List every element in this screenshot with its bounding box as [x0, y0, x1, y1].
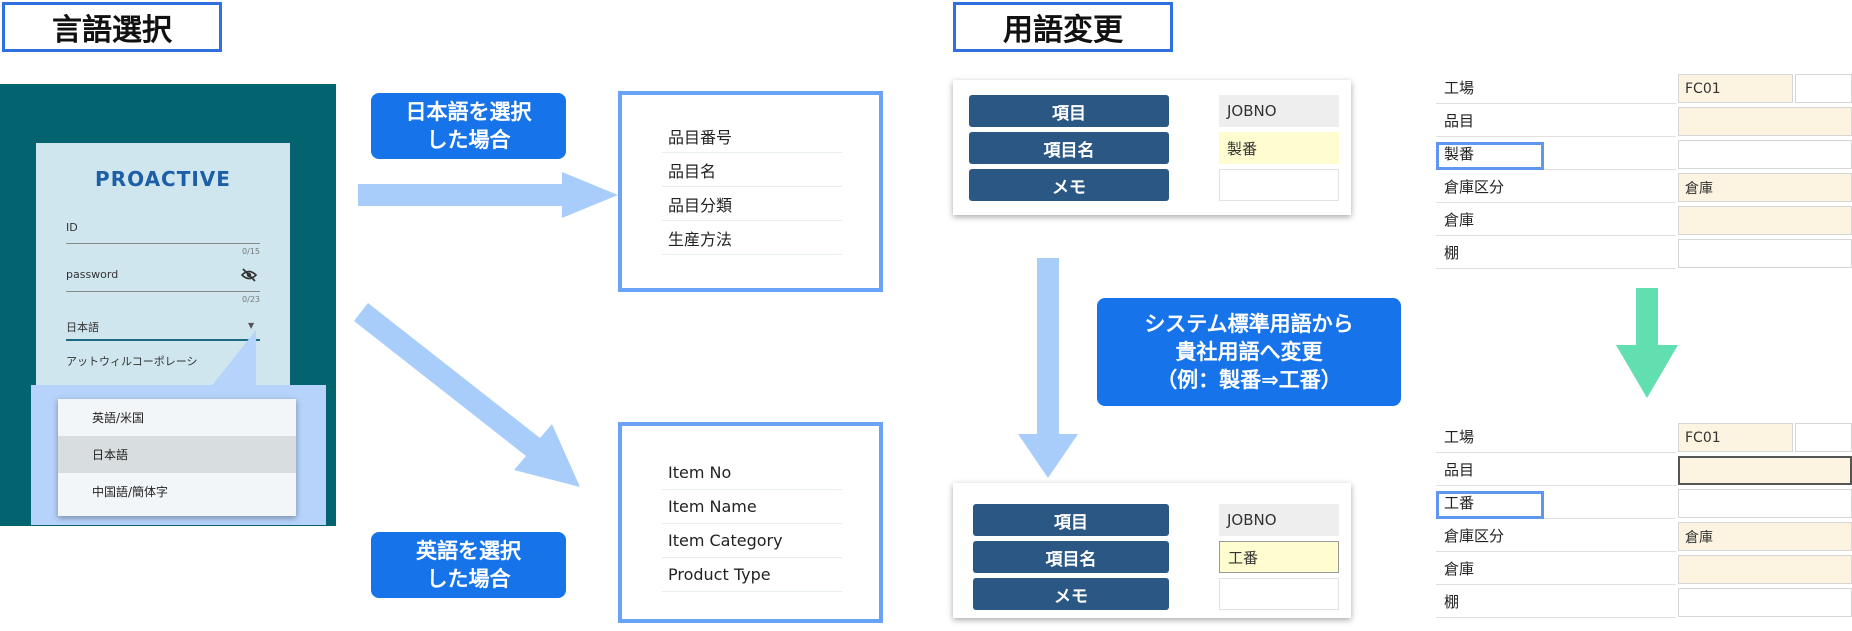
- grid-field-extra[interactable]: [1795, 423, 1852, 452]
- form-row-value: JOBNO: [1219, 504, 1339, 536]
- form-row-value[interactable]: 工番: [1219, 541, 1339, 573]
- form-row-label: 項目名: [969, 132, 1169, 164]
- grid-field[interactable]: [1678, 555, 1852, 584]
- result-box-english: Item No Item Name Item Category Product …: [618, 422, 883, 623]
- list-item: 品目番号: [662, 119, 842, 153]
- grid-field[interactable]: [1678, 206, 1852, 235]
- arrow-right-icon: [358, 172, 618, 218]
- id-label: ID: [66, 221, 78, 234]
- callout-english: 英語を選択 した場合: [371, 532, 566, 598]
- section-title-language-select: 言語選択: [2, 2, 222, 52]
- result-box-japanese: 品目番号 品目名 品目分類 生産方法: [618, 91, 883, 292]
- language-dropdown: 英語/米国 日本語 中国語/簡体字: [58, 399, 296, 516]
- grid-label: 棚: [1436, 237, 1676, 269]
- password-input[interactable]: [66, 291, 260, 292]
- list-item: Item No: [662, 456, 842, 490]
- id-counter: 0/15: [242, 247, 260, 256]
- arrow-down-icon: [1018, 258, 1078, 478]
- list-item: 生産方法: [662, 221, 842, 255]
- grid-label: 倉庫区分: [1436, 171, 1676, 203]
- arrow-diagonal-icon: [354, 303, 580, 487]
- id-input[interactable]: [66, 243, 260, 244]
- dropdown-option-japanese[interactable]: 日本語: [58, 436, 296, 473]
- highlight-box: [1436, 142, 1544, 170]
- form-after: 項目 JOBNO 項目名 工番 メモ: [953, 483, 1351, 618]
- japanese-field-list: 品目番号 品目名 品目分類 生産方法: [662, 119, 842, 255]
- company-select-value[interactable]: アットウィルコーポレーシ: [66, 355, 198, 368]
- grid-label: 工場: [1436, 72, 1676, 104]
- highlight-box: [1436, 491, 1544, 519]
- pointer-arrow-icon: [210, 330, 256, 388]
- grid-field[interactable]: 倉庫: [1678, 522, 1852, 551]
- callout-term-change: システム標準用語から 貴社用語へ変更 （例：製番⇒工番）: [1097, 298, 1401, 406]
- callout-japanese: 日本語を選択 した場合: [371, 93, 566, 159]
- dropdown-option-english[interactable]: 英語/米国: [92, 411, 145, 425]
- chevron-down-icon[interactable]: ▼: [248, 321, 255, 330]
- grid-label: 棚: [1436, 586, 1676, 618]
- grid-label: 品目: [1436, 105, 1676, 137]
- form-row-label: 項目: [973, 504, 1169, 536]
- form-row-value[interactable]: [1219, 169, 1339, 201]
- form-row-value[interactable]: 製番: [1219, 132, 1339, 164]
- grid-label: 倉庫区分: [1436, 520, 1676, 552]
- arrow-down-green-icon: [1616, 288, 1678, 398]
- list-item: 品目分類: [662, 187, 842, 221]
- grid-field-focused[interactable]: [1678, 456, 1852, 485]
- grid-label: 倉庫: [1436, 204, 1676, 236]
- grid-label-highlighted: 工番: [1436, 487, 1676, 519]
- grid-field[interactable]: 倉庫: [1678, 173, 1852, 202]
- language-select-underline: [66, 339, 260, 341]
- grid-field[interactable]: [1678, 588, 1852, 617]
- form-row-label: 項目名: [973, 541, 1169, 573]
- form-row-label: 項目: [969, 95, 1169, 127]
- form-row-value: JOBNO: [1219, 95, 1339, 127]
- grid-field-extra[interactable]: [1795, 74, 1852, 103]
- grid-label: 倉庫: [1436, 553, 1676, 585]
- grid-field[interactable]: [1678, 140, 1852, 169]
- grid-label: 工場: [1436, 421, 1676, 453]
- form-row-value[interactable]: [1219, 578, 1339, 610]
- password-label: password: [66, 268, 119, 281]
- password-counter: 0/23: [242, 295, 260, 304]
- language-select-value[interactable]: 日本語: [66, 321, 99, 334]
- dropdown-option-chinese[interactable]: 中国語/簡体字: [92, 485, 169, 499]
- grid-after: 工場 FC01 品目 工番 倉庫区分 倉庫 倉庫 棚: [1436, 421, 1852, 619]
- grid-before: 工場 FC01 品目 製番 倉庫区分 倉庫 倉庫 棚: [1436, 72, 1852, 270]
- form-before: 項目 JOBNO 項目名 製番 メモ: [953, 80, 1351, 215]
- section-title-term-change: 用語変更: [953, 2, 1173, 52]
- form-row-label: メモ: [973, 578, 1169, 610]
- list-item: Item Name: [662, 490, 842, 524]
- list-item: Product Type: [662, 558, 842, 592]
- grid-field[interactable]: [1678, 239, 1852, 268]
- grid-label: 品目: [1436, 454, 1676, 486]
- grid-field[interactable]: [1678, 107, 1852, 136]
- english-field-list: Item No Item Name Item Category Product …: [662, 456, 842, 592]
- list-item: 品目名: [662, 153, 842, 187]
- brand-logo: PROACTIVE: [95, 167, 231, 191]
- visibility-off-icon[interactable]: [240, 267, 258, 282]
- grid-field[interactable]: [1678, 489, 1852, 518]
- grid-field[interactable]: FC01: [1678, 423, 1793, 452]
- list-item: Item Category: [662, 524, 842, 558]
- form-row-label: メモ: [969, 169, 1169, 201]
- grid-label-highlighted: 製番: [1436, 138, 1676, 170]
- grid-field[interactable]: FC01: [1678, 74, 1793, 103]
